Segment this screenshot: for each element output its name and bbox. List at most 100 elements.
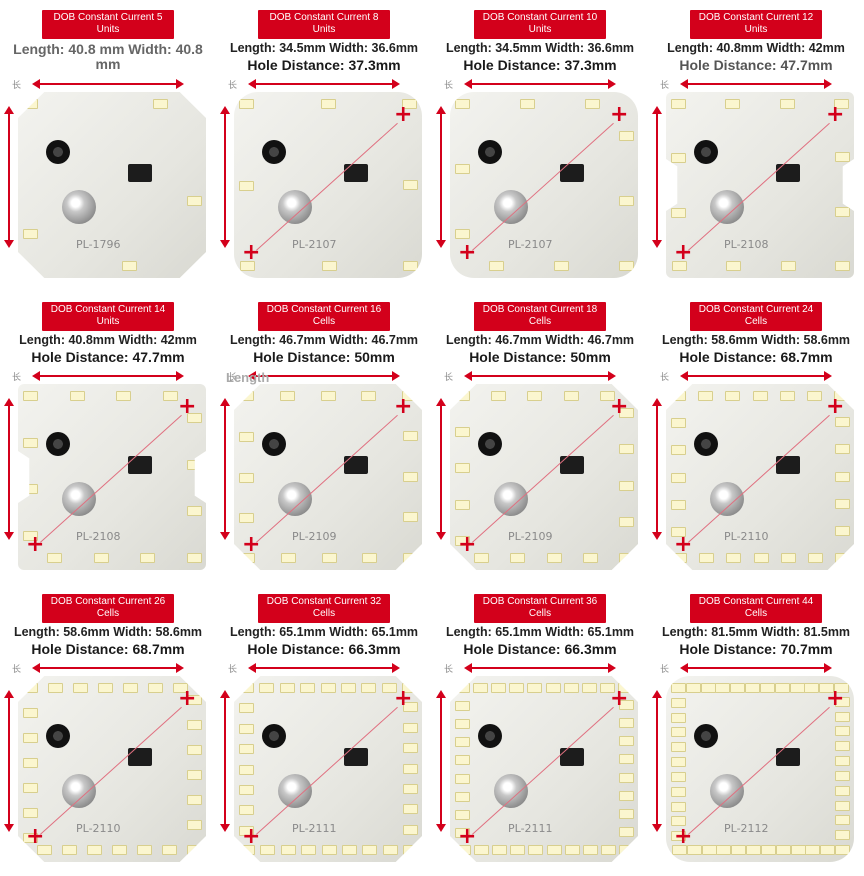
- led-chip: [671, 742, 686, 753]
- led-chip: [564, 845, 580, 855]
- unit-text: Units: [96, 24, 120, 35]
- plus-marker: +: [674, 240, 693, 265]
- led-chip: [685, 683, 701, 693]
- width-arrow: [436, 398, 446, 540]
- length-axis-label: 长: [660, 665, 670, 675]
- pcb-board: PL-2110++: [18, 676, 206, 862]
- led-chip: [835, 756, 850, 767]
- led-chip: [600, 845, 616, 855]
- led-chip: [403, 804, 418, 815]
- led-chip: [187, 694, 202, 705]
- led-chip: [671, 697, 686, 708]
- led-chip: [280, 845, 296, 855]
- led-chip: [403, 261, 418, 271]
- led-chip: [671, 816, 686, 827]
- led-chip: [23, 758, 38, 769]
- led-chip: [672, 261, 687, 271]
- led-chip: [546, 845, 562, 855]
- plus-marker: +: [394, 686, 413, 711]
- dimensions-text: Length: 81.5mm Width: 81.5mm: [661, 625, 851, 639]
- pcb-board: PL-2108++: [666, 92, 854, 278]
- led-chip: [835, 785, 850, 796]
- width-arrow: [652, 106, 662, 248]
- hole-distance-text: Hole Distance: 68.7mm: [31, 641, 185, 657]
- unit-text: Cells: [96, 608, 120, 619]
- led-chip: [619, 754, 634, 765]
- pcb-board: PL-2109++: [234, 384, 422, 570]
- pcb-board: PL-2111++: [450, 676, 638, 862]
- led-chip: [528, 845, 544, 855]
- driver-ic: [776, 456, 800, 474]
- led-chip: [23, 833, 38, 844]
- hole-distance-text: Hole Distance: 66.3mm: [247, 641, 401, 657]
- led-chip: [725, 391, 741, 401]
- led-chip: [671, 526, 686, 537]
- pcb-board: PL-2109++: [450, 384, 638, 570]
- length-arrow: [248, 79, 400, 89]
- led-chip: [807, 553, 823, 563]
- led-chip: [753, 553, 769, 563]
- led-chip: [403, 722, 418, 733]
- length-axis-label: 长: [444, 665, 454, 675]
- length-axis-label: 长: [660, 373, 670, 383]
- plus-marker: +: [242, 824, 261, 849]
- led-chip: [321, 845, 337, 855]
- led-chip: [47, 553, 63, 563]
- led-chip: [671, 445, 686, 456]
- led-chip: [93, 553, 109, 563]
- length-axis-label: 长: [228, 665, 238, 675]
- led-chip: [61, 845, 77, 855]
- width-arrow: [220, 690, 230, 832]
- led-chip: [671, 418, 686, 429]
- led-chip: [123, 683, 139, 693]
- length-arrow: [32, 663, 184, 673]
- hole-distance-text: Hole Distance: 66.3mm: [463, 641, 617, 657]
- led-chip: [619, 718, 634, 729]
- capacitor: [710, 482, 744, 516]
- pcb-board: PL-2112++: [666, 676, 854, 862]
- led-chip: [671, 391, 686, 401]
- led-chip: [23, 99, 38, 109]
- led-chip: [686, 845, 702, 855]
- length-arrow: [680, 663, 832, 673]
- led-chip: [455, 164, 470, 175]
- inductor: [694, 140, 718, 164]
- width-arrow: [4, 398, 14, 540]
- led-chip: [835, 471, 850, 482]
- led-chip: [716, 845, 732, 855]
- led-chip: [780, 553, 796, 563]
- led-chip: [239, 391, 254, 401]
- pcb-board: PL-2111++: [234, 676, 422, 862]
- capacitor: [62, 482, 96, 516]
- led-chip: [98, 683, 114, 693]
- dimensions-text: Length: 40.8mm Width: 42mm: [667, 41, 845, 55]
- length-axis-label: 长: [12, 665, 22, 675]
- led-chip: [48, 683, 64, 693]
- led-chip: [320, 391, 336, 401]
- led-chip: [671, 207, 686, 218]
- led-chip: [455, 791, 470, 802]
- led-chip: [239, 513, 254, 524]
- led-chip: [455, 809, 470, 820]
- led-chip: [403, 743, 418, 754]
- led-chip: [585, 99, 601, 109]
- length-arrow: [464, 371, 616, 381]
- led-chip: [23, 391, 38, 401]
- led-chip: [804, 683, 820, 693]
- driver-ic: [560, 748, 584, 766]
- pcb-board: PL-2107++: [450, 92, 638, 278]
- led-chip: [455, 737, 470, 748]
- led-chip: [321, 553, 337, 563]
- led-chip: [279, 391, 295, 401]
- title-text: DOB Constant Current 10: [482, 12, 598, 23]
- led-chip: [455, 99, 470, 109]
- driver-ic: [560, 456, 584, 474]
- hole-distance-text: Hole Distance: 37.3mm: [463, 57, 617, 73]
- pcb-board: PL-2110++: [666, 384, 854, 570]
- led-chip: [403, 512, 418, 523]
